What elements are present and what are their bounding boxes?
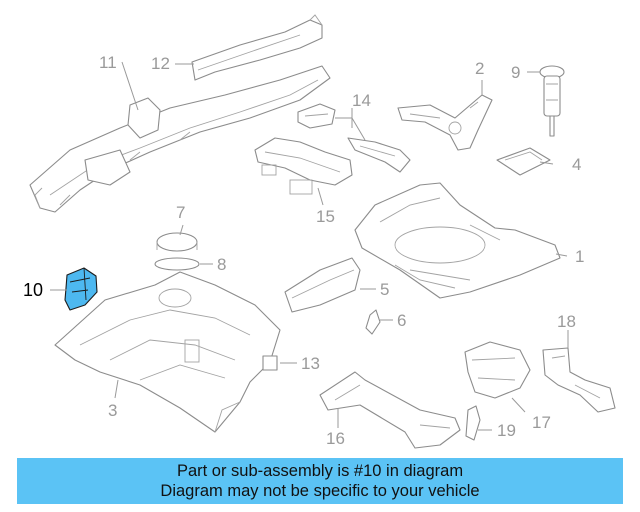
callout-5: 5 — [380, 280, 389, 299]
callout-16: 16 — [326, 429, 345, 448]
callout-8: 8 — [217, 255, 226, 274]
clip-19-part — [465, 405, 481, 441]
clip-part — [365, 309, 381, 335]
banner-line-part-number: Part or sub-assembly is #10 in diagram — [176, 462, 464, 480]
upper-rail-part — [191, 14, 323, 81]
callout-14: 14 — [352, 91, 371, 110]
callout-1: 1 — [575, 247, 584, 266]
callout-18: 18 — [557, 312, 576, 331]
small-plate-part — [262, 355, 278, 371]
highlighted-part-10[interactable] — [64, 267, 98, 311]
callout-3: 3 — [108, 401, 117, 420]
main-floor-pan-part — [54, 271, 281, 433]
brace-part — [397, 94, 493, 151]
callout-19: 19 — [497, 421, 516, 440]
callout-17: 17 — [532, 413, 551, 432]
callout-9: 9 — [511, 63, 520, 82]
banner-line-disclaimer: Diagram may not be specific to your vehi… — [160, 482, 480, 500]
callout-11: 11 — [99, 53, 117, 72]
info-banner: Part or sub-assembly is #10 in diagram D… — [17, 458, 623, 504]
callout-2: 2 — [475, 59, 484, 78]
damper-part — [539, 65, 565, 137]
parts-diagram: 11 12 2 9 14 4 15 7 1 8 5 6 18 13 3 16 1… — [23, 14, 616, 449]
channel-part — [284, 257, 361, 313]
callout-12: 12 — [151, 54, 170, 73]
leader-lines — [50, 61, 569, 431]
callout-15: 15 — [316, 207, 335, 226]
reinforcement-part — [297, 103, 411, 173]
plug-part — [154, 232, 200, 271]
callout-7: 7 — [176, 203, 185, 222]
bracket-part — [542, 347, 616, 413]
small-bracket-part — [496, 147, 551, 176]
callout-13: 13 — [301, 354, 320, 373]
callout-10: 10 — [23, 280, 43, 300]
side-rail-part — [29, 65, 331, 213]
shield-part — [464, 341, 531, 399]
rear-floor-pan-part — [354, 182, 561, 299]
sill-bracket-part — [319, 371, 461, 449]
crossmember-part — [254, 137, 353, 195]
callout-4: 4 — [572, 155, 581, 174]
callout-6: 6 — [397, 311, 406, 330]
